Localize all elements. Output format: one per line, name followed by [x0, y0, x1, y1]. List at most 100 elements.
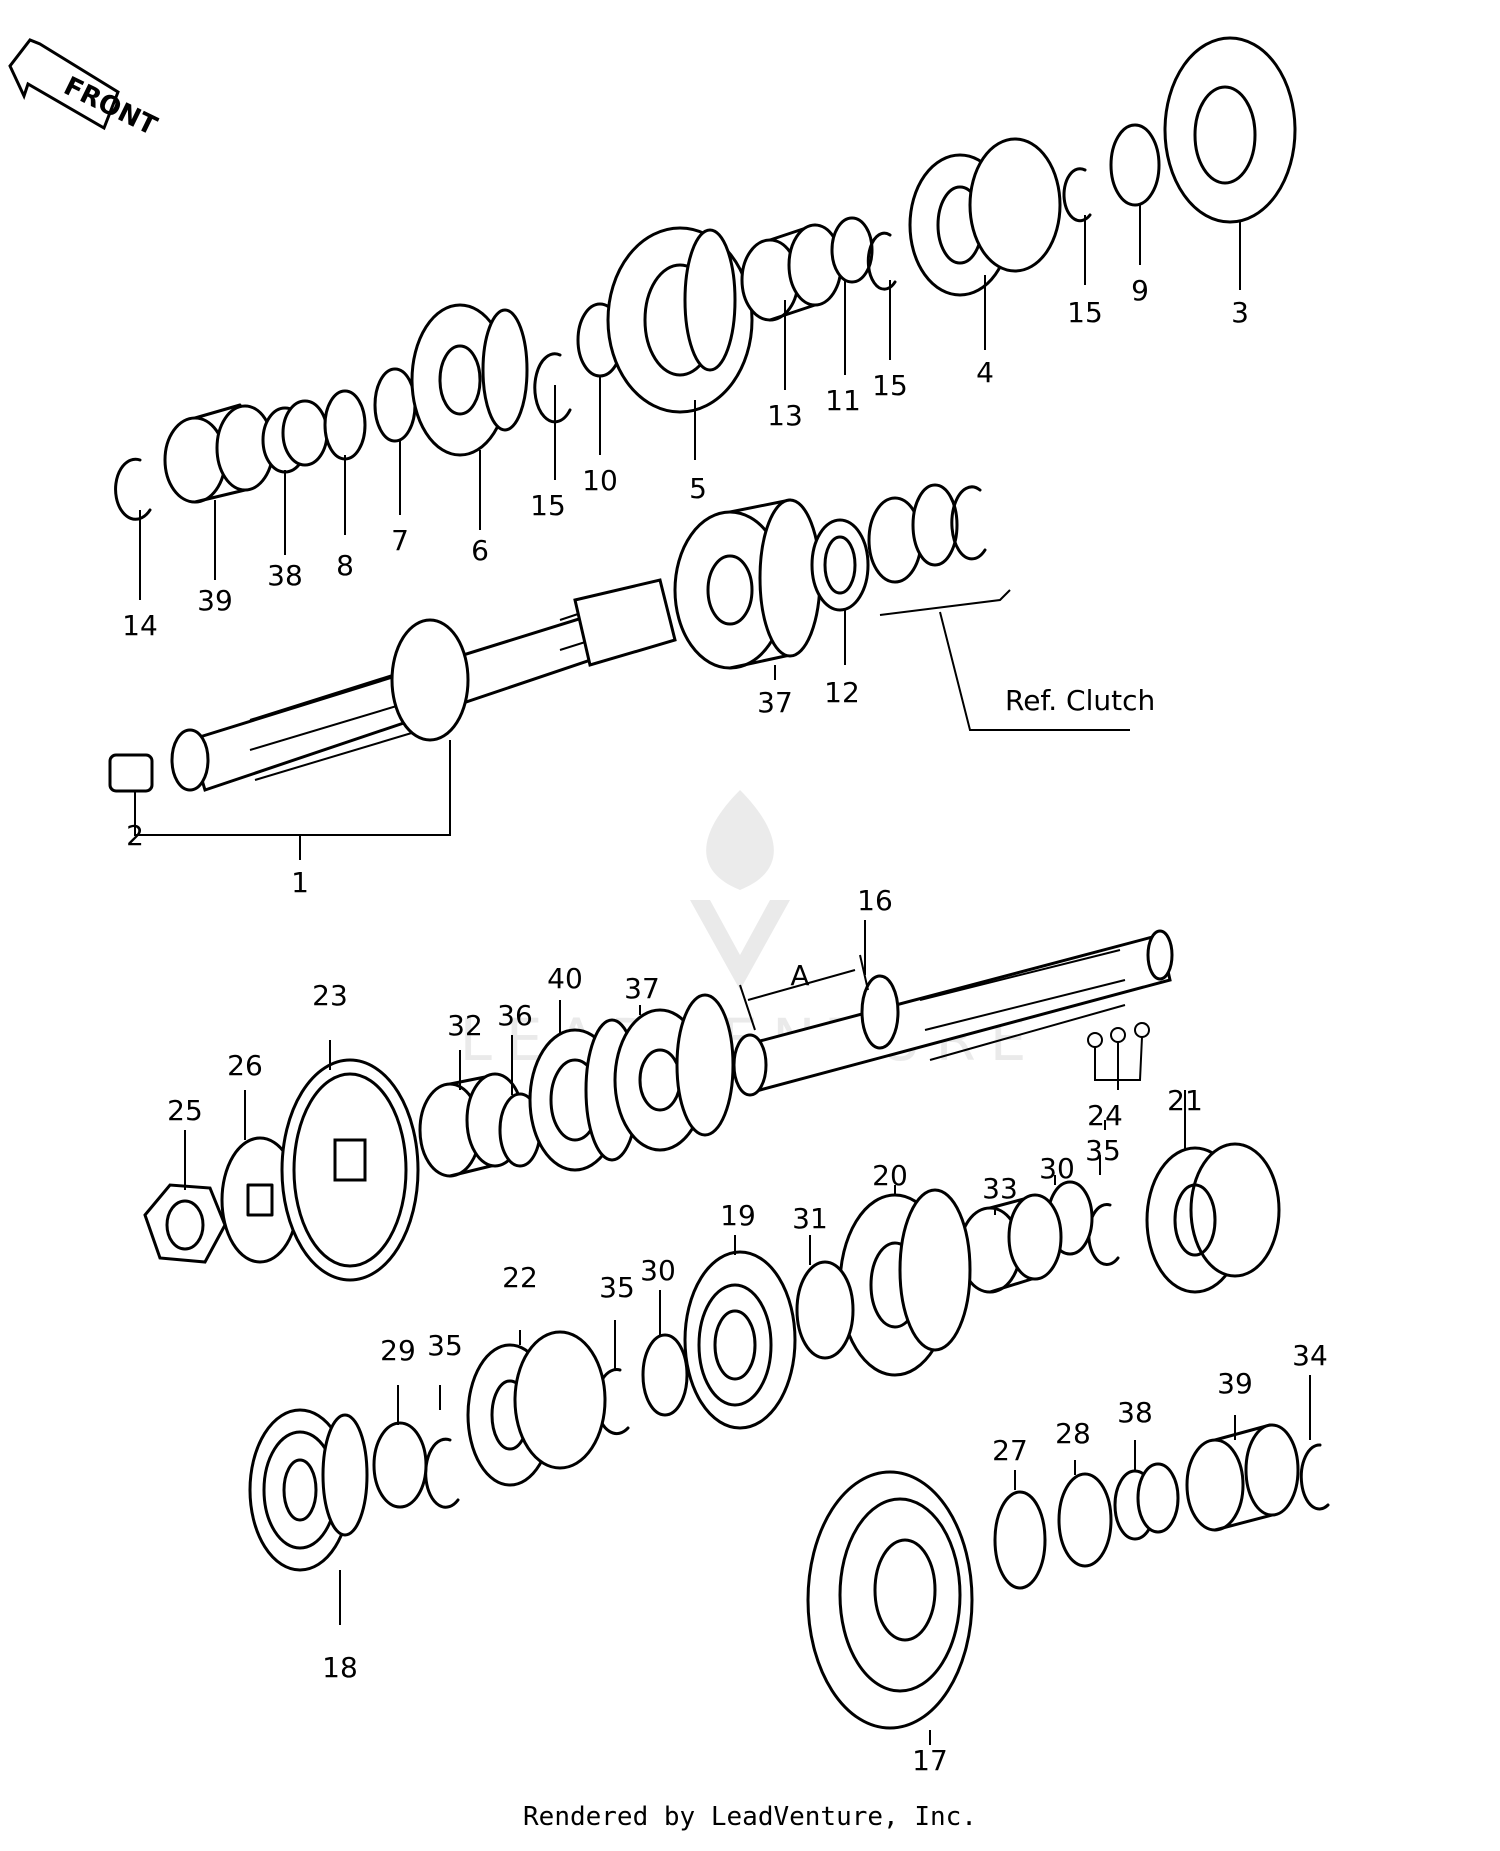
part-38-needle-bearing-lower [1113, 1462, 1180, 1541]
callout-19: 19 [720, 1199, 756, 1232]
part-38-needle-bearing [261, 399, 329, 474]
callout-35b: 35 [599, 1271, 635, 1304]
callout-21: 21 [1167, 1084, 1203, 1117]
part-25-nut [143, 1183, 227, 1264]
part-26-lock-washer [220, 1136, 300, 1264]
part-23-sprocket [280, 1058, 420, 1282]
part-11-washer [830, 216, 874, 284]
callout-13: 13 [767, 399, 803, 432]
part-18-gear [248, 1408, 369, 1572]
callout-37a: 37 [757, 686, 793, 719]
footer-credit: Rendered by LeadVenture, Inc. [523, 1802, 977, 1832]
part-35-circlip-c [424, 1437, 460, 1509]
callout-4: 4 [976, 356, 994, 389]
callout-39a: 39 [197, 584, 233, 617]
callout-17: 17 [912, 1744, 948, 1777]
callout-8: 8 [336, 549, 354, 582]
callout-7: 7 [391, 524, 409, 557]
callout-29: 29 [380, 1334, 416, 1367]
part-9-washer [1109, 123, 1161, 207]
callout-12: 12 [824, 676, 860, 709]
callout-15a: 15 [530, 489, 566, 522]
part-35-circlip-a [1087, 1203, 1120, 1266]
part-5-gear [606, 226, 754, 414]
part-21-gear [1145, 1142, 1281, 1294]
callout-11: 11 [825, 384, 861, 417]
part-37-bearing-upper [673, 498, 822, 670]
part-30-washer-b [641, 1333, 689, 1417]
callout-5: 5 [689, 472, 707, 505]
clutch-circlip [950, 485, 987, 561]
part-14-circlip [114, 457, 152, 521]
dimension-label: A [790, 959, 809, 992]
callout-28: 28 [1055, 1417, 1091, 1450]
callout-30b: 30 [640, 1254, 676, 1287]
part-22-gear [466, 1330, 607, 1487]
callout-20: 20 [872, 1159, 908, 1192]
part-7-washer [373, 367, 417, 443]
part-17-gear [806, 1470, 974, 1730]
callout-9: 9 [1131, 274, 1149, 307]
part-8-washer [323, 389, 367, 461]
part-37-bearing-lower [613, 993, 735, 1152]
callout-35c: 35 [427, 1329, 463, 1362]
clutch-ring-b [911, 483, 959, 567]
callout-14: 14 [122, 609, 158, 642]
callout-33: 33 [982, 1172, 1018, 1205]
lower-leader-lines [184, 920, 1311, 1745]
callout-40: 40 [547, 962, 583, 995]
part-34-circlip [1299, 1443, 1330, 1511]
callout-3: 3 [1231, 296, 1249, 329]
callout-36: 36 [497, 999, 533, 1032]
part-27-washer [993, 1490, 1047, 1590]
part-31-washer [795, 1260, 855, 1360]
part-3-gear [1163, 36, 1297, 224]
part-15-circlip-c [1062, 167, 1092, 223]
part-6-gear [410, 303, 529, 457]
callout-35a: 35 [1085, 1134, 1121, 1167]
callout-18: 18 [322, 1651, 358, 1684]
part-33-sleeve [958, 1193, 1063, 1294]
callout-38b: 38 [1117, 1396, 1153, 1429]
callout-6: 6 [471, 534, 489, 567]
callout-39b: 39 [1217, 1367, 1253, 1400]
callout-37b: 37 [624, 972, 660, 1005]
part-15-circlip-b [866, 231, 897, 291]
callout-23: 23 [312, 979, 348, 1012]
part-12-collar [810, 518, 870, 612]
upper-leader-lines [134, 205, 1241, 860]
part-24-balls [1087, 1022, 1150, 1090]
callout-10: 10 [582, 464, 618, 497]
callout-22: 22 [502, 1261, 538, 1294]
part-29-washer [372, 1421, 428, 1509]
part-39-bushing-lower [1185, 1423, 1300, 1532]
callout-25: 25 [167, 1094, 203, 1127]
callout-26: 26 [227, 1049, 263, 1082]
part-19-gear [683, 1250, 797, 1430]
drive-shaft [732, 929, 1174, 1097]
callout-32: 32 [447, 1009, 483, 1042]
callout-2: 2 [126, 819, 144, 852]
callout-38a: 38 [267, 559, 303, 592]
part-28-washer [1057, 1472, 1113, 1568]
main-shaft [170, 578, 677, 792]
callout-27: 27 [992, 1434, 1028, 1467]
callout-30a: 30 [1039, 1152, 1075, 1185]
front-arrow-icon: FRONT [8, 38, 162, 142]
ref-clutch-bracket [879, 589, 1130, 731]
callout-15c: 15 [1067, 296, 1103, 329]
part-4-gear [908, 137, 1062, 297]
callout-1: 1 [291, 866, 309, 899]
ref-clutch-label: Ref. Clutch [1005, 684, 1155, 717]
callout-34: 34 [1292, 1339, 1328, 1372]
part-15-circlip-a [533, 352, 572, 424]
part-13-sleeve [740, 223, 843, 322]
callout-31: 31 [792, 1202, 828, 1235]
callout-24: 24 [1087, 1099, 1123, 1132]
callout-15b: 15 [872, 369, 908, 402]
part-2-collar [108, 753, 154, 793]
part-20-gear [838, 1188, 972, 1377]
callout-16: 16 [857, 884, 893, 917]
part-39-bushing [163, 403, 275, 504]
